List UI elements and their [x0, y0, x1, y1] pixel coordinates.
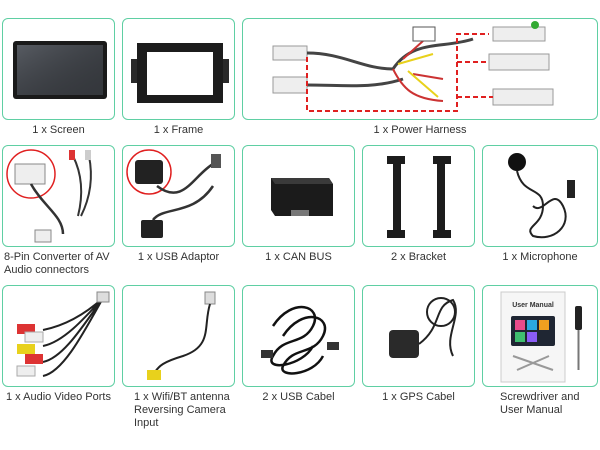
frame-icon [131, 43, 229, 103]
gps-cable-icon [389, 297, 457, 358]
manual-title: User Manual [512, 302, 554, 309]
audio-video-ports-card [2, 285, 115, 387]
usb-adaptor-caption: 1 x USB Adaptor [137, 251, 220, 263]
screwdriver-icon [575, 306, 582, 370]
usb-cable-card [242, 285, 355, 387]
gps-cable-card [362, 285, 475, 387]
manual-icon [500, 291, 566, 383]
converter-icon [6, 149, 92, 243]
can-bus-caption: 1 x CAN BUS [265, 251, 332, 263]
screen-caption: 1 x Screen [32, 124, 85, 136]
gps-cable-caption: 1 x GPS Cabel [382, 391, 455, 403]
power-harness-caption: 1 x Power Harness [373, 124, 467, 136]
usb-cable-icon [261, 306, 339, 375]
bracket-icon [387, 156, 451, 238]
frame-caption: 1 x Frame [153, 124, 204, 136]
screen-card [2, 18, 115, 120]
power-harness-card [242, 18, 598, 120]
screwdriver-manual-caption: Screwdriver and User Manual [500, 391, 580, 416]
wifi-antenna-card [122, 285, 235, 387]
frame-card [122, 18, 235, 120]
audio-video-ports-caption: 1 x Audio Video Ports [6, 391, 111, 403]
bracket-card [362, 145, 475, 247]
screwdriver-manual-card: User Manual [482, 285, 598, 387]
microphone-card [482, 145, 598, 247]
can-bus-icon [271, 178, 333, 216]
screen-icon [13, 41, 107, 99]
can-bus-card [242, 145, 355, 247]
wifi-antenna-caption: 1 x Wifi/BT antenna Reversing Camera Inp… [134, 391, 230, 429]
converter-caption: 8-Pin Converter of AV Audio connectors [4, 251, 110, 276]
audio-video-ports-icon [16, 291, 110, 377]
converter-card [2, 145, 115, 247]
bracket-caption: 2 x Bracket [390, 251, 447, 263]
wifi-antenna-icon [147, 291, 216, 380]
usb-adaptor-icon [126, 149, 221, 238]
power-harness-icon [272, 21, 554, 112]
microphone-icon [508, 153, 575, 239]
usb-adaptor-card [122, 145, 235, 247]
usb-cable-caption: 2 x USB Cabel [262, 391, 335, 403]
microphone-caption: 1 x Microphone [502, 251, 578, 263]
